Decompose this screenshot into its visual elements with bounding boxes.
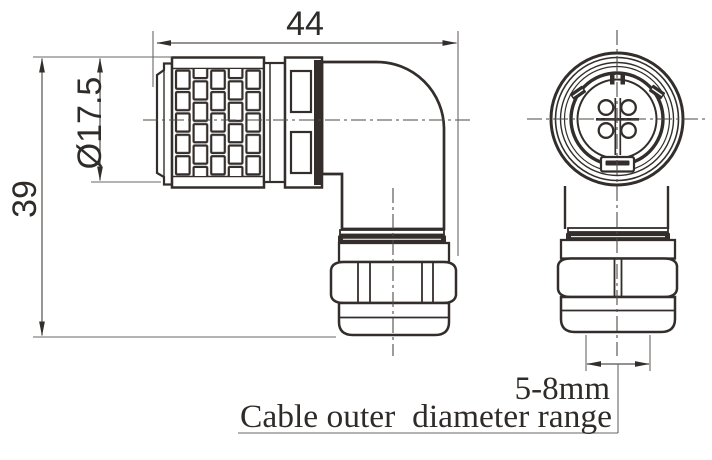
key-tab-left (569, 85, 587, 101)
side-view (155, 56, 458, 337)
gland-bottom-cap (337, 301, 451, 337)
key-tab-right (648, 84, 666, 100)
neck-section (262, 61, 287, 184)
front-gland (556, 227, 679, 334)
seal-rings (338, 229, 446, 244)
contact-pins (597, 99, 637, 139)
knurl-pattern (174, 69, 262, 176)
top-keyway (610, 74, 625, 85)
knurled-coupling-ring (170, 56, 266, 189)
dim-overall-height: 39 (6, 56, 336, 338)
hex-nut-side (329, 260, 458, 305)
dim-label-44: 44 (286, 5, 324, 43)
dim-cable-range: 5-8mm (238, 335, 651, 434)
dim-overall-length: 44 (152, 5, 459, 256)
dim-label-39: 39 (6, 180, 44, 218)
clamp-ring (283, 56, 324, 189)
dim-label-diameter: Ø17.5 (71, 77, 109, 170)
caption-text: Cable outer diameter range (240, 399, 612, 435)
elbow-body (320, 60, 446, 231)
gland-top-band (337, 241, 451, 264)
centerlines (143, 30, 707, 356)
dim-coupling-diameter: Ø17.5 (71, 58, 161, 183)
dim-label-cable-range: 5-8mm (515, 371, 611, 407)
